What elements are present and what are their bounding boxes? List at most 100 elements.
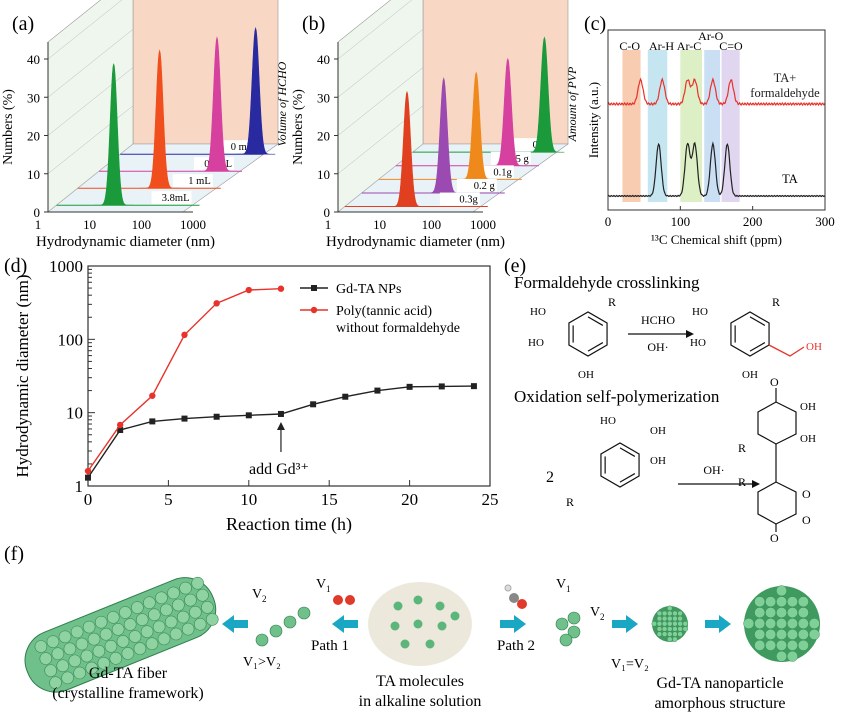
fiber-bead: [169, 627, 183, 641]
chain-bead: [283, 615, 297, 629]
np-bead: [754, 618, 766, 629]
np-bead: [765, 596, 777, 608]
np-bead: [661, 621, 668, 627]
np-bead: [677, 621, 683, 627]
plot-frame: [607, 29, 826, 211]
double-bond: [587, 342, 604, 352]
panel-label: (c): [584, 13, 606, 35]
path1-arrow: [222, 615, 248, 633]
fiber-label: Gd-TA fiber: [89, 665, 168, 682]
fiber-bead: [184, 593, 197, 607]
fiber-bead: [49, 676, 62, 689]
fiber-bead: [205, 613, 219, 626]
np-bead: [776, 596, 787, 608]
shift-band: [622, 50, 641, 202]
series-label: 1 mL: [188, 176, 210, 187]
fiber-bead: [73, 666, 86, 680]
np-bead: [797, 618, 809, 629]
atom-label: OH: [650, 455, 666, 467]
spectrum-line: [607, 77, 826, 107]
np-bead: [787, 629, 798, 640]
np-bead: [776, 607, 787, 619]
fiber-bead: [58, 630, 72, 644]
row-label-bg: [439, 192, 480, 206]
atom-label: O: [770, 531, 779, 542]
velocity-sub: 2: [600, 612, 605, 622]
scheme-title: Oxidation self-polymerization: [514, 387, 720, 406]
peak-area: [235, 26, 276, 155]
fiber-bead: [68, 654, 82, 668]
np-bead: [667, 631, 673, 637]
fiber-bead: [46, 635, 60, 648]
x-tick-label: 10: [240, 490, 257, 509]
condition: OH·: [703, 463, 724, 477]
x-tick-label: 100: [132, 217, 152, 232]
data-point: [149, 392, 156, 399]
benzene-ring: [600, 442, 640, 488]
fiber-bead: [196, 588, 209, 602]
coefficient: 2: [546, 469, 554, 486]
fiber-bead: [193, 617, 207, 631]
grid-line: [47, 105, 134, 174]
ta-molecule: [435, 601, 445, 611]
oxygen-atom: [345, 595, 355, 605]
fiber-bead: [135, 613, 149, 626]
fiber-bead: [97, 656, 111, 670]
peak-area: [94, 63, 134, 206]
quinone-ring: [757, 481, 797, 525]
fiber-bead: [121, 647, 135, 660]
y-axis-title: Intensity (a.u.): [586, 82, 601, 158]
x-tick-label: 15: [321, 490, 338, 509]
fiber-bead: [119, 606, 132, 619]
y-axis-title: Hydrodynamic diameter (nm): [13, 275, 32, 478]
atom-label: O: [802, 513, 811, 527]
np-bead: [672, 615, 678, 622]
np-bead: [765, 607, 777, 619]
data-point: [84, 467, 92, 475]
fiber-bead: [34, 640, 48, 653]
fiber-bead: [85, 661, 99, 675]
atom-label: OH: [742, 369, 758, 381]
velocity-label: V: [252, 587, 262, 602]
np-bead: [656, 615, 663, 622]
double-bond: [749, 342, 766, 352]
fiber-bead: [189, 605, 202, 619]
np-bead: [787, 596, 798, 608]
legend-marker: [311, 285, 317, 291]
np-bead: [677, 626, 683, 632]
atom-label: OH: [800, 433, 816, 445]
np-bead: [776, 629, 787, 640]
fiber-bead: [181, 622, 195, 636]
np-bead: [776, 639, 787, 651]
np-bead: [754, 639, 766, 651]
series-label: TA+: [774, 71, 797, 85]
data-point: [374, 387, 381, 394]
np-label: Gd-TA nanoparticle: [656, 675, 783, 692]
np-bead: [754, 607, 766, 619]
np-bead: [667, 605, 673, 611]
data-point: [438, 383, 445, 390]
data-point: [149, 418, 156, 425]
hydrogen-atom: [504, 584, 512, 592]
np-bead: [776, 650, 787, 662]
fiber-bead: [172, 598, 185, 612]
atom-label: R: [772, 295, 780, 309]
data-point: [85, 474, 91, 481]
y-tick-label: 1: [75, 477, 84, 496]
fiber-bead: [155, 591, 168, 605]
fiber-bead: [94, 615, 108, 629]
fiber-bead: [201, 601, 214, 614]
np-bead: [776, 585, 787, 597]
atom-label: HO: [530, 306, 546, 318]
atom-label: R: [738, 441, 746, 455]
fiber-bead: [140, 625, 154, 638]
np-bead: [765, 639, 777, 651]
series-label: 3.8mL: [162, 193, 190, 204]
np-bead: [667, 626, 673, 632]
fiber-bead: [104, 639, 118, 653]
y-tick-label: 30: [27, 90, 40, 105]
legend-marker: [310, 306, 318, 314]
reagent: HCHO: [641, 313, 675, 327]
